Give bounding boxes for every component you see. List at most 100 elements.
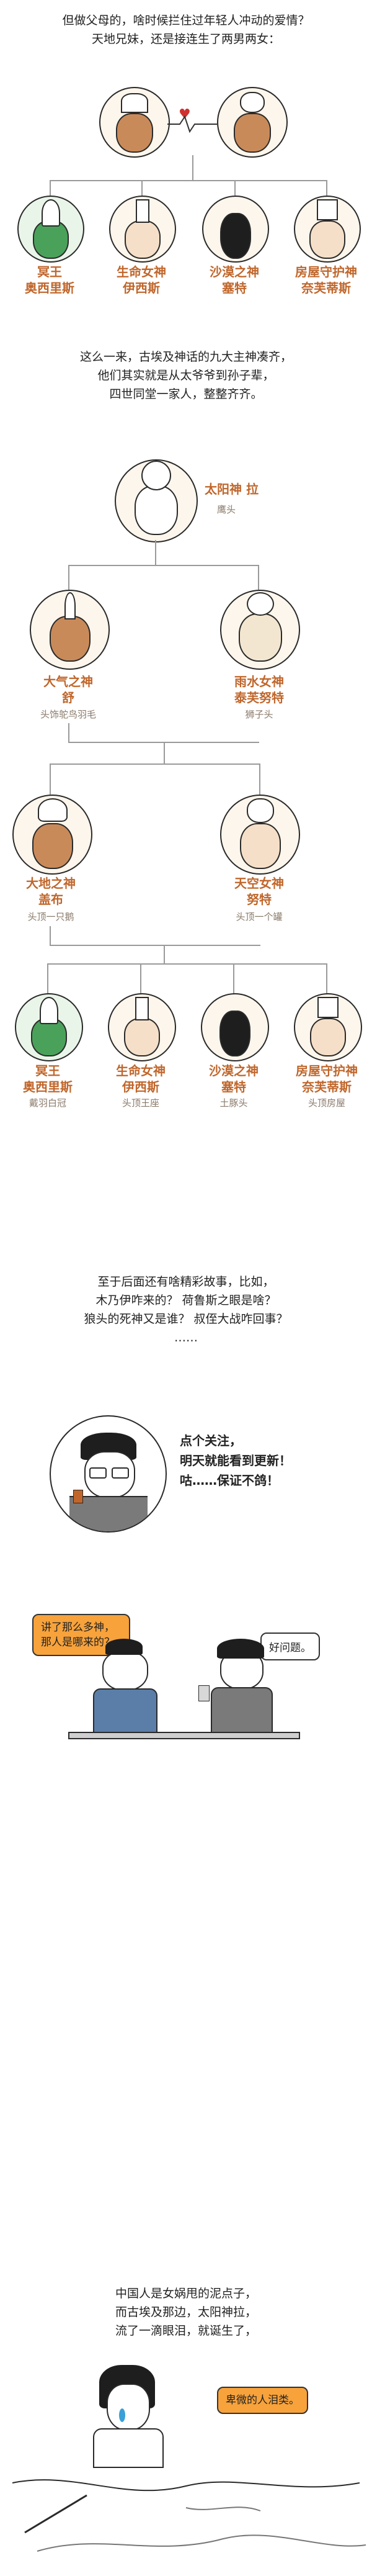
white-crown-icon (42, 199, 60, 227)
child-desc-3: 土豚头 (219, 1097, 248, 1109)
throne-icon (136, 199, 149, 223)
tree-connector (141, 180, 143, 196)
tree-connector (50, 926, 51, 945)
nut-desc: 头顶一个罐 (236, 911, 283, 922)
set-face (220, 213, 251, 259)
tree-connector (164, 742, 165, 763)
family1-name-1: 冥王奥西里斯 (25, 264, 74, 295)
intro-text: 但做父母的，啥时候拦住过年轻人冲动的爱情？ 天地兄妹，还是接连生了两男两女： (0, 11, 372, 48)
tree-connector (68, 565, 259, 566)
tree-connector (50, 180, 51, 196)
geb-face (32, 823, 73, 869)
isis-portrait (109, 196, 176, 263)
ra-face (107, 2384, 150, 2431)
author-portrait (50, 1415, 167, 1533)
tree-connector (68, 723, 69, 742)
tefnut-name: 雨水女神泰芙努特 (234, 674, 284, 705)
glasses-icon (89, 1467, 107, 1479)
character-b-body (211, 1687, 273, 1733)
tree-connector (164, 945, 165, 963)
geb-portrait-small (99, 87, 170, 158)
character-a-hair (105, 1639, 143, 1655)
cta-text: 点个关注， 明天就能看到更新！ 咕……保证不鸽！ (180, 1433, 291, 1488)
goose-icon (37, 798, 68, 822)
falcon-head-icon (135, 485, 178, 535)
isis-face (125, 220, 161, 259)
shu-name: 大气之神舒 (43, 674, 93, 705)
heartbeat-line-icon (167, 115, 217, 133)
geb-desc: 头顶一只鹅 (27, 911, 74, 922)
geb-face (116, 113, 153, 153)
tree-connector (140, 963, 141, 994)
tree-connector (326, 180, 327, 196)
character-a-body (93, 1688, 157, 1734)
family1-name-3: 沙漠之神塞特 (210, 264, 259, 295)
tefnut-desc: 狮子头 (245, 709, 273, 720)
ending-text: 中国人是女娲甩的泥点子， 而古埃及那边，太阳神拉， 流了一滴眼泪，就诞生了， (115, 2287, 257, 2338)
nut-face (239, 823, 281, 869)
tree-connector (50, 763, 260, 765)
tefnut-portrait (220, 590, 300, 670)
intro-line-1: 但做父母的，啥时候拦住过年轻人冲动的爱情？ (62, 14, 310, 27)
osiris-portrait (17, 196, 84, 263)
tree-connector (192, 155, 193, 180)
shu-desc: 头饰鸵鸟羽毛 (40, 709, 96, 720)
tree-connector (50, 763, 51, 795)
sun-disk-icon (141, 461, 171, 490)
summary-text: 这么一来，古埃及神话的九大主神凑齐， 他们其实就是从太爷爷到孙子辈， 四世同堂一… (79, 350, 292, 401)
ra-body (93, 2428, 164, 2468)
child-name-2: 生命女神伊西斯 (116, 1063, 166, 1094)
family1-name-2: 生命女神伊西斯 (117, 264, 166, 295)
white-crown-icon (40, 997, 58, 1024)
tree-connector (68, 565, 69, 590)
geb-portrait (12, 795, 92, 875)
nephthys-portrait (294, 196, 361, 263)
tree-connector (50, 180, 327, 181)
aardvark-head-icon (219, 1011, 250, 1056)
nephthys-face (310, 1018, 346, 1056)
nephthys-portrait (294, 993, 362, 1061)
nephthys-face (309, 220, 345, 259)
teaser-text: 至于后面还有啥精彩故事，比如， 木乃伊咋来的？ 荷鲁斯之眼是啥？ 狼头的死神又是… (84, 1275, 288, 1344)
mug-icon (73, 1490, 83, 1503)
desk (68, 1732, 300, 1739)
ostrich-feather-icon (64, 592, 76, 619)
character-a-face (102, 1651, 148, 1691)
shu-portrait (30, 590, 110, 670)
ra-portrait (115, 459, 198, 543)
child-name-4: 房屋守护神奈芙蒂斯 (296, 1063, 358, 1094)
house-icon (317, 997, 339, 1018)
lion-head-icon (238, 613, 282, 662)
tree-connector (234, 180, 236, 196)
teardrop-icon (119, 2408, 125, 2422)
tree-connector (259, 763, 260, 795)
family1-name-4: 房屋守护神奈芙蒂斯 (295, 264, 357, 295)
jar-icon (246, 798, 274, 823)
tree-connector (233, 963, 234, 994)
tree-connector (326, 963, 327, 994)
ra-name: 太阳神 拉 (205, 482, 259, 497)
nut-portrait-small (217, 87, 288, 158)
isis-face (124, 1018, 160, 1056)
tree-connector (155, 540, 156, 565)
intro-line-2: 天地兄妹，还是接连生了两男两女： (91, 32, 280, 46)
mug-icon (198, 1685, 210, 1701)
nut-name: 天空女神努特 (234, 876, 284, 907)
child-desc-4: 头顶房屋 (308, 1097, 345, 1109)
tree-connector (47, 963, 327, 965)
tree-connector (258, 565, 259, 590)
answer-bubble: 好问题。 (260, 1633, 320, 1660)
shu-face (49, 616, 91, 662)
ground-sketch (12, 2479, 366, 2552)
osiris-portrait (15, 993, 83, 1061)
goose-icon (121, 93, 148, 113)
nut-face (234, 113, 271, 153)
set-portrait (202, 196, 269, 263)
throne-icon (135, 997, 149, 1020)
tree-connector (47, 963, 48, 994)
nut-portrait (220, 795, 300, 875)
sun-disk-icon (246, 592, 274, 616)
child-name-3: 沙漠之神塞特 (209, 1063, 259, 1094)
house-icon (317, 199, 338, 220)
osiris-face (33, 220, 69, 259)
